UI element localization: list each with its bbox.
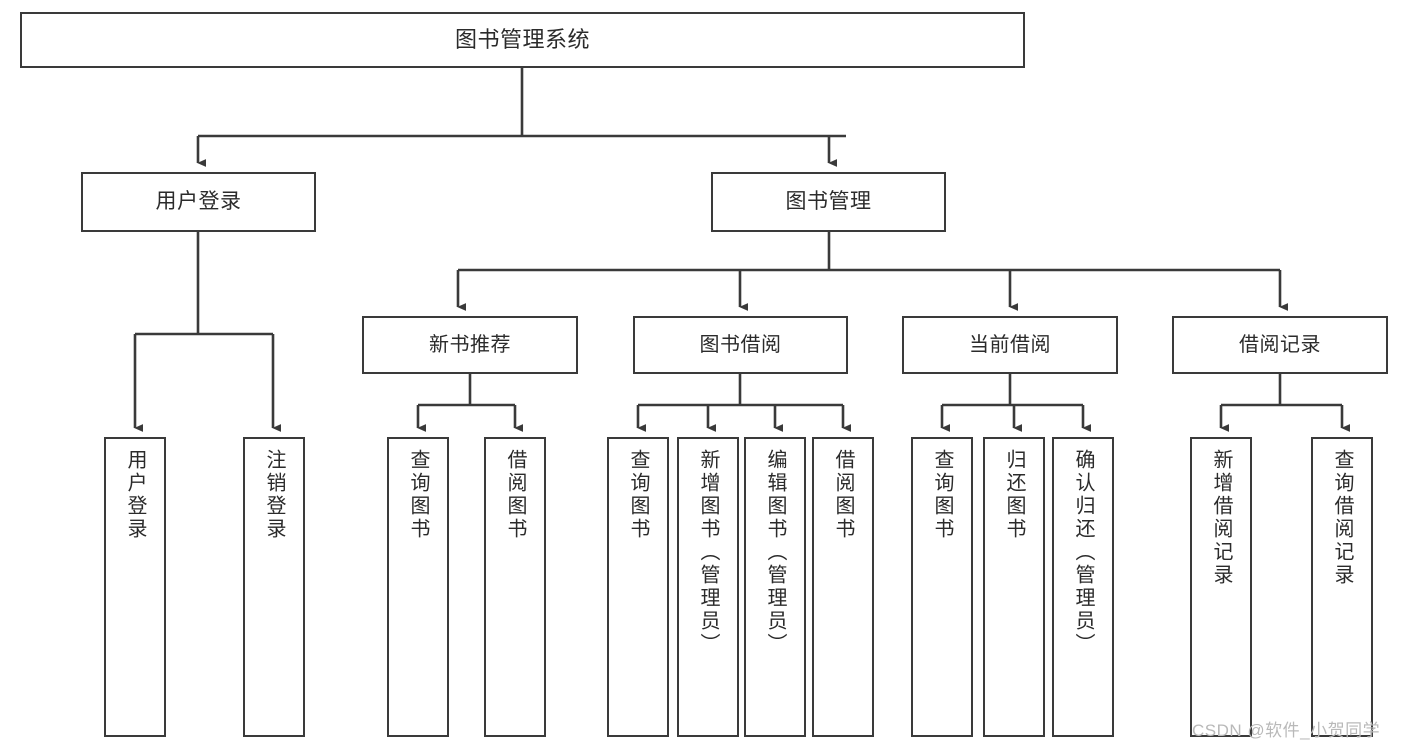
node-leaf-add-record-label: 新增借阅记录 [1210, 449, 1232, 587]
node-leaf-query-book-2[interactable]: 查询图书 [607, 437, 669, 737]
node-borrow-record[interactable]: 借阅记录 [1172, 316, 1388, 374]
node-root[interactable]: 图书管理系统 [20, 12, 1025, 68]
node-leaf-borrow-book-2[interactable]: 借阅图书 [812, 437, 874, 737]
node-user-login-label: 用户登录 [155, 189, 242, 213]
node-leaf-query-record-label: 查询借阅记录 [1331, 449, 1353, 587]
node-leaf-return-book[interactable]: 归还图书 [983, 437, 1045, 737]
node-book-borrow-label: 图书借阅 [699, 333, 782, 356]
node-leaf-add-book-label: 新增图书（管理员） [697, 449, 719, 656]
node-leaf-query-book-3-label: 查询图书 [931, 449, 953, 541]
node-leaf-borrow-book-1[interactable]: 借阅图书 [484, 437, 546, 737]
node-leaf-user-login-label: 用户登录 [124, 449, 146, 541]
node-leaf-query-book-2-label: 查询图书 [627, 449, 649, 541]
node-leaf-edit-book[interactable]: 编辑图书（管理员） [744, 437, 806, 737]
node-leaf-query-book-1-label: 查询图书 [407, 449, 429, 541]
node-book-manage[interactable]: 图书管理 [711, 172, 946, 232]
node-leaf-user-logout-label: 注销登录 [263, 449, 285, 541]
node-leaf-query-record[interactable]: 查询借阅记录 [1311, 437, 1373, 737]
node-leaf-borrow-book-1-label: 借阅图书 [504, 449, 526, 541]
node-leaf-confirm-return-label: 确认归还（管理员） [1072, 449, 1094, 656]
node-book-borrow[interactable]: 图书借阅 [633, 316, 848, 374]
node-leaf-user-login[interactable]: 用户登录 [104, 437, 166, 737]
node-new-book-recommend-label: 新书推荐 [429, 333, 511, 356]
node-leaf-return-book-label: 归还图书 [1003, 449, 1025, 541]
node-leaf-confirm-return[interactable]: 确认归还（管理员） [1052, 437, 1114, 737]
node-leaf-add-book[interactable]: 新增图书（管理员） [677, 437, 739, 737]
node-book-manage-label: 图书管理 [785, 189, 872, 213]
node-user-login[interactable]: 用户登录 [81, 172, 316, 232]
node-leaf-borrow-book-2-label: 借阅图书 [832, 449, 854, 541]
csdn-watermark: CSDN @软件_小贺同学 [1192, 721, 1381, 740]
node-leaf-query-book-1[interactable]: 查询图书 [387, 437, 449, 737]
node-current-borrow[interactable]: 当前借阅 [902, 316, 1118, 374]
node-leaf-query-book-3[interactable]: 查询图书 [911, 437, 973, 737]
node-leaf-edit-book-label: 编辑图书（管理员） [764, 449, 786, 656]
node-leaf-user-logout[interactable]: 注销登录 [243, 437, 305, 737]
node-borrow-record-label: 借阅记录 [1239, 333, 1321, 356]
node-leaf-add-record[interactable]: 新增借阅记录 [1190, 437, 1252, 737]
node-current-borrow-label: 当前借阅 [969, 333, 1051, 356]
node-root-label: 图书管理系统 [454, 27, 590, 53]
node-new-book-recommend[interactable]: 新书推荐 [362, 316, 578, 374]
